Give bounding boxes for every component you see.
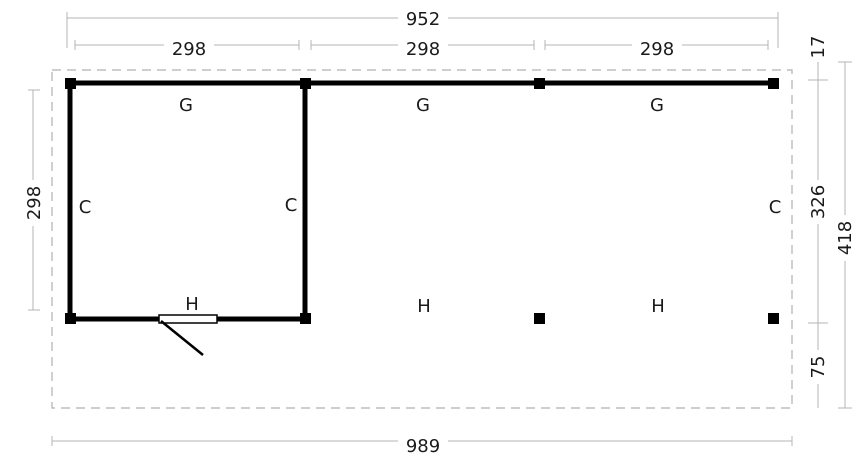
dimension-bays: 298 298 298	[74, 36, 769, 60]
label-h-2: H	[417, 296, 431, 317]
label-c-3: C	[769, 197, 782, 218]
label-h-1: H	[185, 294, 199, 315]
dimension-label-right-bottom: 75	[808, 356, 829, 379]
label-g-3: G	[650, 95, 664, 116]
post	[534, 313, 545, 324]
dimension-label-bay-3: 298	[640, 39, 674, 60]
dimension-right: 17 326 75 418	[808, 36, 856, 409]
dimension-label-right-middle: 326	[808, 185, 829, 219]
dimension-label-989: 989	[406, 436, 440, 457]
label-h-3: H	[651, 296, 665, 317]
dimension-total-bottom: 989	[51, 432, 793, 457]
dimension-label-bay-1: 298	[172, 39, 206, 60]
post	[534, 78, 545, 89]
post	[300, 313, 311, 324]
post	[768, 313, 779, 324]
label-c-2: C	[285, 195, 298, 216]
label-g-1: G	[179, 95, 193, 116]
label-c-1: C	[79, 197, 92, 218]
section-labels: G G G C C C H H H	[79, 95, 782, 317]
post	[300, 78, 311, 89]
outer-boundary	[51, 69, 793, 409]
post	[65, 313, 76, 324]
dimension-label-952: 952	[406, 9, 440, 30]
dimension-label-right-top: 17	[808, 36, 829, 59]
dimension-total-top: 952	[66, 8, 779, 48]
post	[65, 78, 76, 89]
door	[158, 314, 218, 356]
post	[768, 78, 779, 89]
label-g-2: G	[416, 95, 430, 116]
dimension-label-left: 298	[24, 186, 45, 220]
dimension-label-right-total: 418	[835, 221, 856, 255]
walls	[67, 80, 774, 322]
dimension-label-bay-2: 298	[406, 39, 440, 60]
posts	[65, 78, 779, 324]
dimension-left-depth: 298	[24, 89, 45, 311]
